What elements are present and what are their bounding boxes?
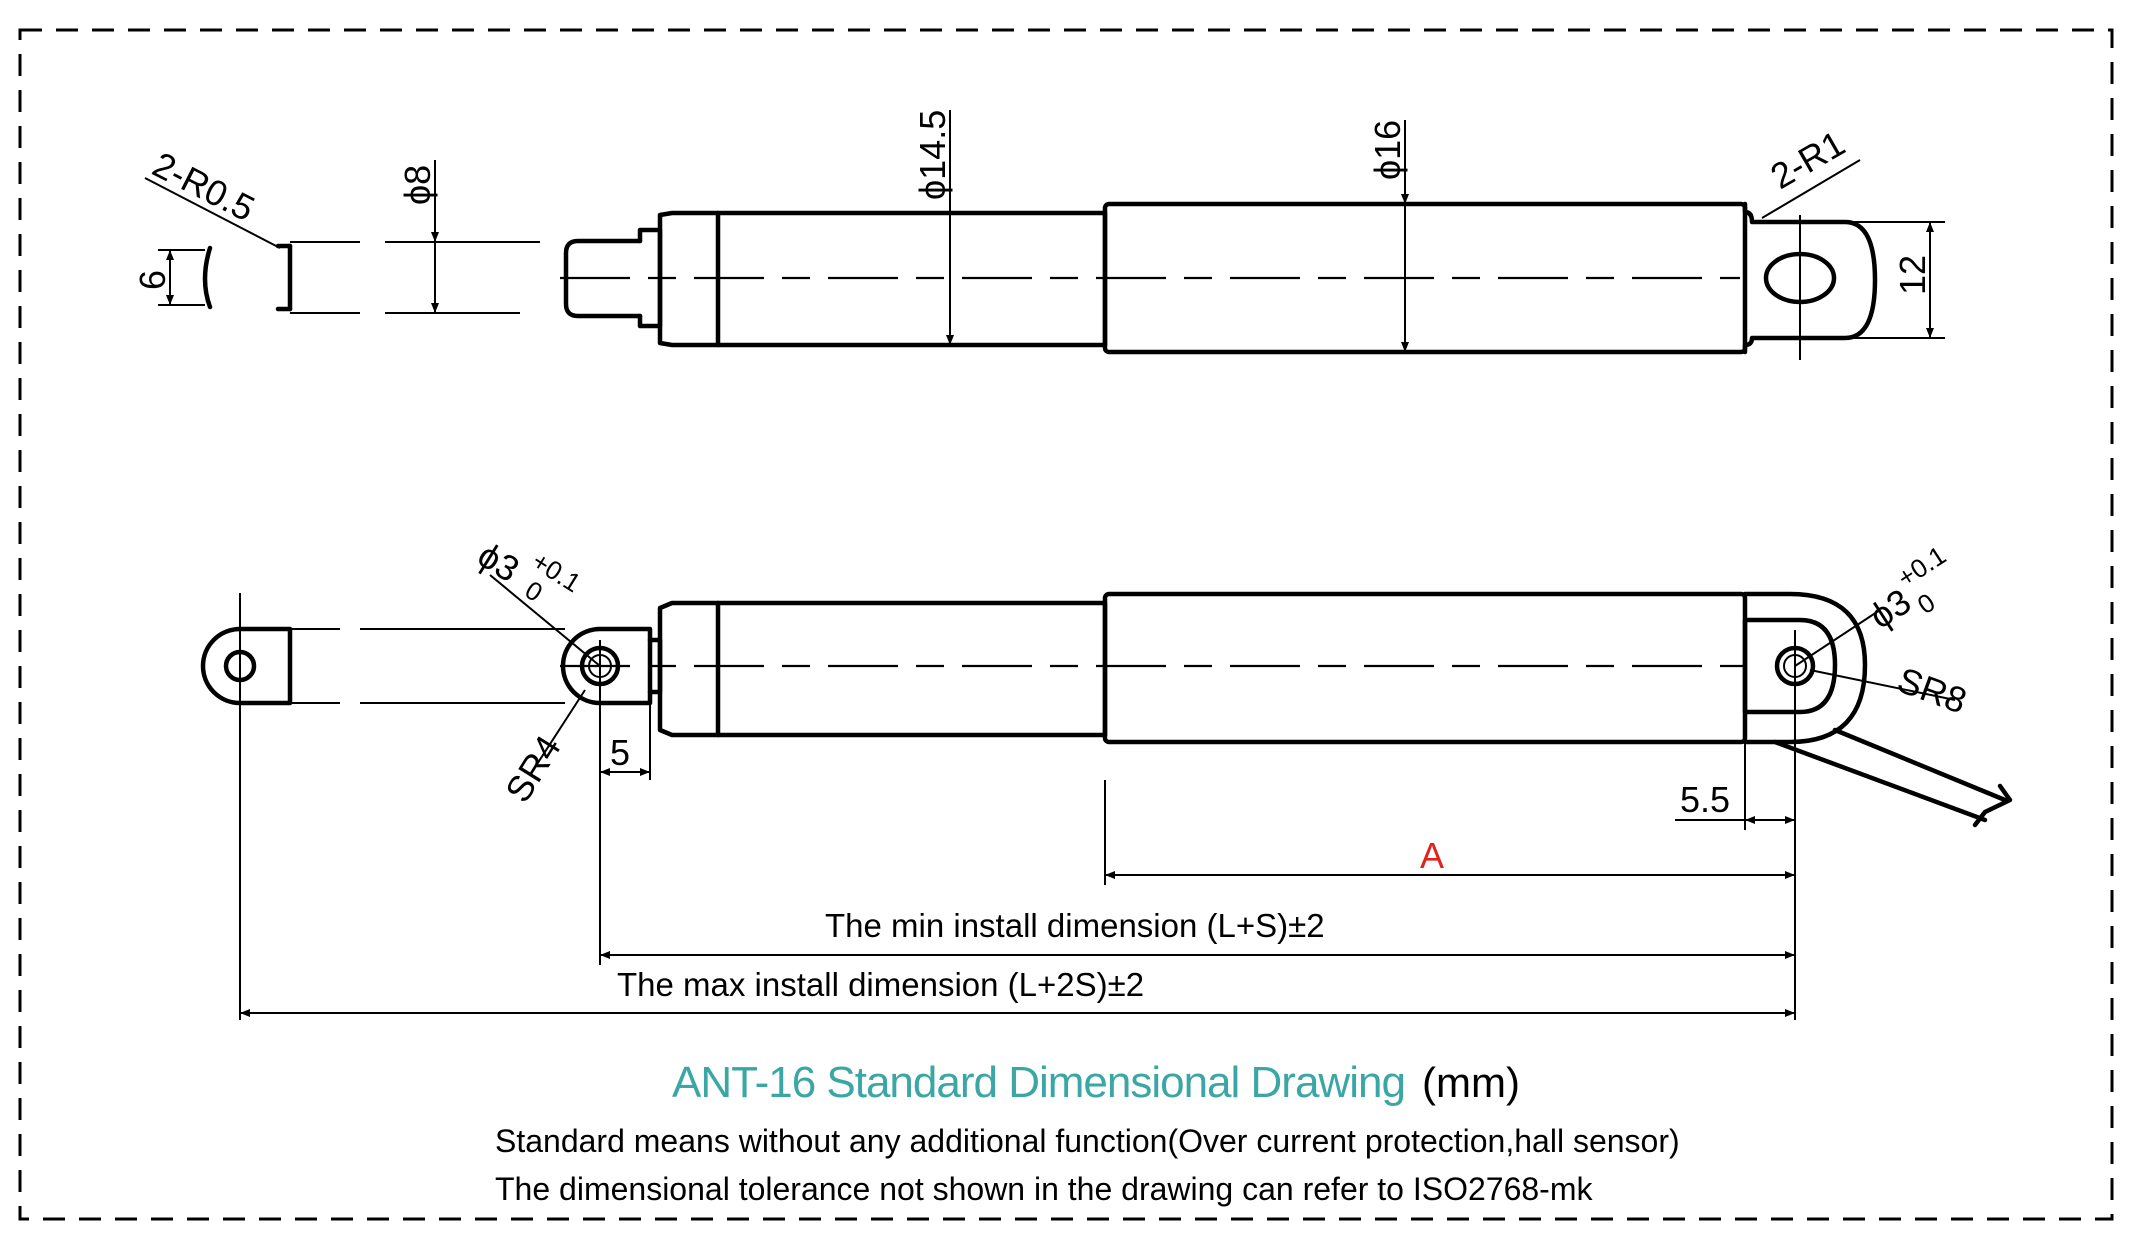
dim-rod-diameter: ϕ8 (397, 165, 438, 205)
dim-tip-width: 6 (132, 270, 173, 290)
drawing-unit: (mm) (1422, 1059, 1520, 1106)
note-tolerance: The dimensional tolerance not shown in t… (495, 1171, 1593, 1207)
dim-end-width: 12 (1892, 255, 1933, 295)
dim-left-hole: ϕ3 (471, 534, 527, 590)
rod-diameter-dim: ϕ8 (385, 160, 540, 314)
dim-body-diameter: ϕ16 (1367, 120, 1408, 180)
drawing-title: ANT-16 Standard Dimensional Drawing (672, 1058, 1405, 1107)
dim-tip-radius: 2-R0.5 (146, 144, 261, 230)
top-view: 6 2-R0.5 ϕ8 ϕ14.5 ϕ16 2- (132, 110, 1945, 360)
dim-max-install: The max install dimension (L+2S)±2 (617, 966, 1144, 1003)
dim-left-sphere: SR4 (497, 728, 569, 809)
bottom-view: ϕ3 +0.1 0 SR4 5 ϕ3 +0.1 0 S (200, 534, 2013, 1020)
dim-min-install: The min install dimension (L+S)±2 (825, 907, 1325, 944)
dim-left-offset: 5 (610, 732, 630, 773)
note-standard: Standard means without any additional fu… (495, 1123, 1680, 1159)
outer-body-bottom (1102, 591, 1748, 745)
cable (1772, 727, 2008, 823)
dim-tube-diameter: ϕ14.5 (912, 110, 953, 200)
rear-mount (1742, 591, 1868, 745)
rear-clevis (1742, 201, 1878, 355)
rod-tip-profile: 6 2-R0.5 (132, 144, 360, 314)
dim-right-offset: 5.5 (1680, 779, 1730, 820)
dim-right-sphere: SR8 (1892, 659, 1972, 721)
drawing-frame (18, 28, 2114, 1221)
dim-right-hole-upper: +0.1 (1892, 540, 1951, 593)
retracted-rod-end: ϕ3 +0.1 0 SR4 5 (471, 534, 663, 965)
dim-end-radius: 2-R1 (1764, 122, 1852, 197)
dim-A: A (1420, 835, 1444, 876)
extended-rod-end (200, 593, 565, 1020)
inner-tube-bottom (657, 600, 1108, 738)
